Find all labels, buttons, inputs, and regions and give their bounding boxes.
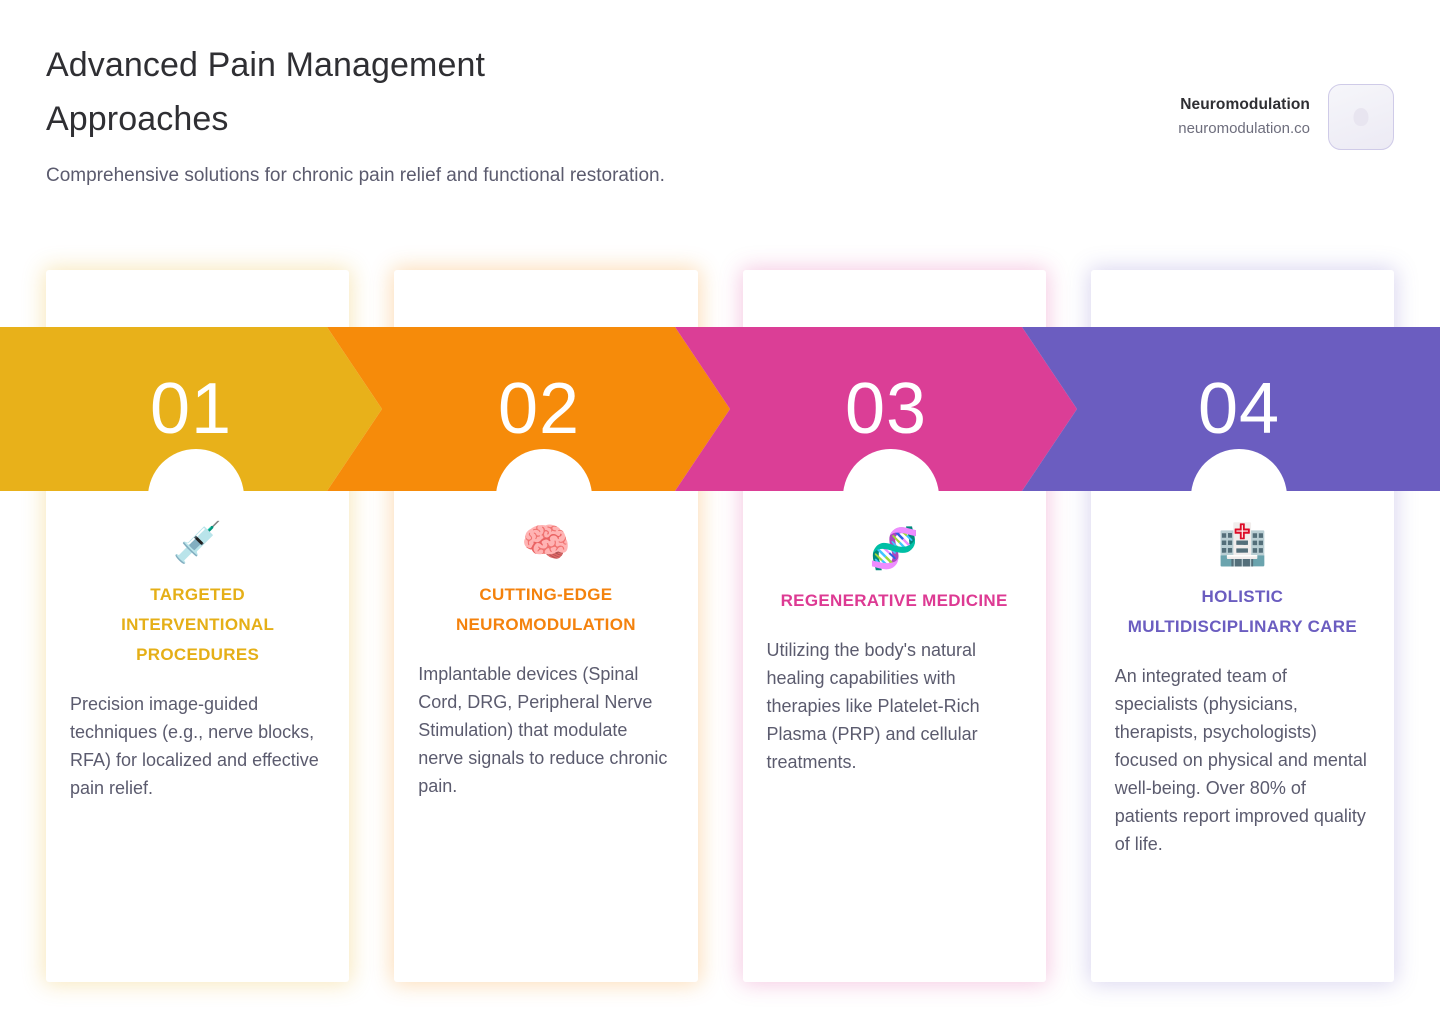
step-card: 🧬 REGENERATIVE MEDICINE Utilizing the bo… [742,270,1046,982]
step-body: Implantable devices (Spinal Cord, DRG, P… [418,664,668,796]
step-card: 💉 TARGETED INTERVENTIONAL PROCEDURES Pre… [46,270,350,982]
placeholder-logo-icon [1328,84,1394,150]
syringe-icon: 💉 [172,521,223,565]
step-title: TARGETED INTERVENTIONAL PROCEDURES [121,585,275,664]
brand-domain: neuromodulation.co [1178,119,1310,137]
brand-block: Neuromodulation neuromodulation.co [1178,84,1394,150]
step-body: An integrated team of specialists (physi… [1114,666,1367,854]
step-card: 🏥 HOLISTIC MULTIDISCIPLINARY CARE An int… [1090,270,1394,982]
step-title: HOLISTIC MULTIDISCIPLINARY CARE [1127,587,1357,636]
dna-icon: 🧬 [869,527,920,571]
step-title: CUTTING-EDGE NEUROMODULATION [455,585,636,634]
header: Advanced Pain Management Approaches Comp… [46,38,1046,191]
brand-name: Neuromodulation [1180,95,1310,113]
step-body: Utilizing the body's natural healing cap… [766,640,980,772]
step-title: REGENERATIVE MEDICINE [780,591,1008,610]
step-card-list: 💉 TARGETED INTERVENTIONAL PROCEDURES Pre… [46,270,1394,982]
step-body: Precision image-guided techniques (e.g.,… [70,694,319,798]
page-title: Advanced Pain Management Approaches [46,46,486,138]
brand-text: Neuromodulation neuromodulation.co [1178,95,1310,139]
brain-icon: 🧠 [520,521,571,565]
page-subtitle: Comprehensive solutions for chronic pain… [46,165,665,186]
hospital-icon: 🏥 [1217,523,1268,567]
step-card: 🧠 CUTTING-EDGE NEUROMODULATION Implantab… [394,270,698,982]
